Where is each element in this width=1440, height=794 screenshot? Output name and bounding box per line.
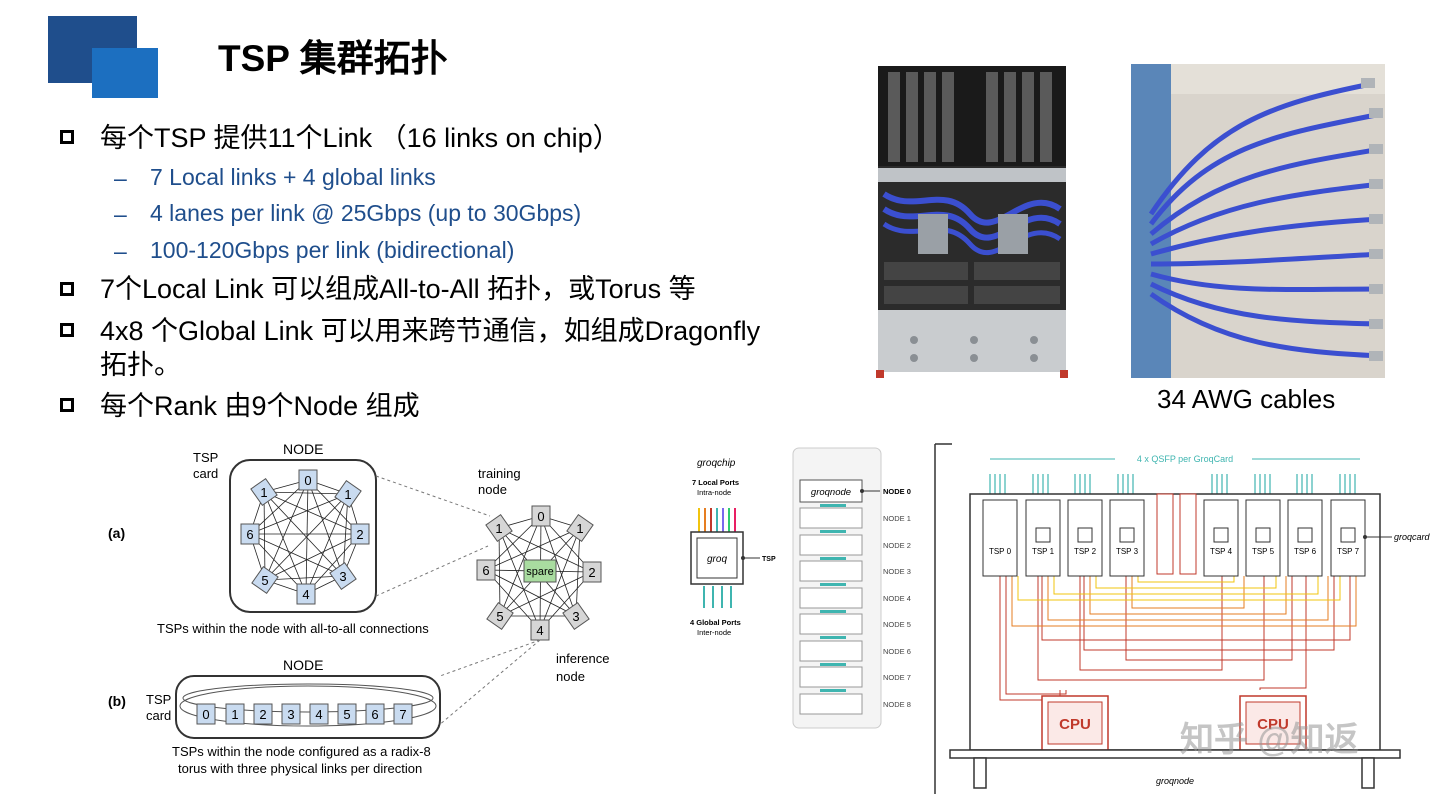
torus-tsp-label: 1 (231, 707, 238, 722)
server-photo (876, 66, 1068, 378)
node-topology-diagram: (a) (b) TSP card NODE 0 1 2 3 4 5 6 1 TS… (108, 441, 609, 776)
tsp-node-label: 6 (246, 527, 253, 542)
local-ports-title: 7 Local Ports (692, 478, 739, 487)
tsp-card-label: TSP 7 (1337, 547, 1360, 556)
torus-tsp-label: 3 (287, 707, 294, 722)
photo-caption: 34 AWG cables (1157, 384, 1336, 414)
training-node-tsp: 5 (496, 609, 503, 624)
training-node-tsp: 4 (536, 623, 543, 638)
node-label: NODE 7 (883, 673, 911, 682)
torus-tsp-label: 7 (399, 707, 406, 722)
tsp-card-label: TSP (193, 450, 218, 465)
qsfp-label: 4 x QSFP per GroqCard (1137, 454, 1233, 464)
tsp-card-label-b: TSP (146, 692, 171, 707)
groqnode-diagram: 4 x QSFP per GroqCard (934, 443, 1431, 794)
groqcard-label: groqcard (1394, 532, 1431, 542)
torus-tsp-label: 0 (202, 707, 209, 722)
logo-square-light (92, 48, 158, 98)
node-title-a: NODE (283, 441, 323, 457)
bullet-text: 每个TSP 提供11个Link （16 links on chip） (100, 123, 620, 153)
node-label: NODE 1 (883, 514, 911, 523)
cpu-label: CPU (1257, 716, 1289, 733)
node-label: NODE 8 (883, 700, 911, 709)
training-node-label: training (478, 466, 521, 481)
node-title-b: NODE (283, 657, 323, 673)
page-title: TSP 集群拓扑 (218, 38, 448, 79)
tsp-card-label: card (193, 466, 218, 481)
cpu-label: CPU (1059, 716, 1091, 733)
node-label: NODE 6 (883, 647, 911, 656)
training-node-tsp: 1 (495, 521, 502, 536)
global-ports-sub: Inter-node (697, 628, 731, 637)
tsp-node-label: 5 (261, 573, 268, 588)
caption-a: TSPs within the node with all-to-all con… (157, 621, 429, 636)
tsp-node-label: 1 (260, 485, 267, 500)
tsp-card-label: TSP 2 (1074, 547, 1097, 556)
watermark: 知乎 @知返 (1180, 721, 1359, 759)
caption-b-line1: TSPs within the node configured as a rad… (172, 744, 431, 759)
sub-bullet-text: 7 Local links + 4 global links (150, 164, 436, 190)
training-node-tsp: 2 (588, 565, 595, 580)
torus-tsp-label: 4 (315, 707, 322, 722)
training-node-tsp: 0 (537, 509, 544, 524)
tsp-node-label: 2 (356, 527, 363, 542)
global-ports-title: 4 Global Ports (690, 618, 741, 627)
tsp-card-label: TSP 0 (989, 547, 1012, 556)
tsp-node-label: 1 (344, 487, 351, 502)
caption-b-line2: torus with three physical links per dire… (178, 761, 422, 776)
torus-tsp-label: 5 (343, 707, 350, 722)
node-label: NODE 4 (883, 594, 911, 603)
tsp-card-label: TSP 4 (1210, 547, 1233, 556)
node-label: NODE 3 (883, 567, 911, 576)
groqchip-label: groqchip (697, 458, 736, 469)
bullet-square-icon (60, 323, 74, 337)
local-ports-sub: Intra-node (697, 488, 731, 497)
bullet-text: 每个Rank 由9个Node 组成 (100, 391, 420, 421)
sub-bullet-dash: – (114, 201, 127, 227)
training-node-tsp: 6 (482, 563, 489, 578)
inference-node-label: node (556, 669, 585, 684)
tsp-node-label: 0 (304, 473, 311, 488)
training-node-tsp: 1 (576, 521, 583, 536)
sub-bullet-dash: – (114, 165, 127, 191)
sub-bullet-text: 100-120Gbps per link (bidirectional) (150, 237, 515, 263)
tsp-card-label: TSP 6 (1294, 547, 1317, 556)
label-a: (a) (108, 525, 125, 541)
tsp-label: TSP (762, 556, 776, 563)
tsp-node-label: 3 (339, 569, 346, 584)
spare-label: spare (526, 566, 554, 578)
label-b: (b) (108, 693, 126, 709)
bullet-square-icon (60, 130, 74, 144)
torus-tsp-label: 6 (371, 707, 378, 722)
bullet-text: 7个Local Link 可以组成All-to-All 拓扑，或Torus 等 (100, 274, 696, 304)
node-label: NODE 0 (883, 487, 911, 496)
inference-node-label: inference (556, 651, 609, 666)
groqnode-bottom-label: groqnode (1156, 776, 1194, 786)
torus-tsp-label: 2 (259, 707, 266, 722)
groqnode-label: groqnode (811, 487, 851, 498)
sub-bullet-text: 4 lanes per link @ 25Gbps (up to 30Gbps) (150, 200, 582, 226)
tsp-node-label: 4 (302, 587, 309, 602)
chip-label: groq (707, 554, 727, 565)
training-node-label: node (478, 482, 507, 497)
bullet-text-continued: 拓扑。 (100, 350, 181, 380)
node-label: NODE 5 (883, 620, 911, 629)
sub-bullet-dash: – (114, 238, 127, 264)
tsp-card-label: TSP 5 (1252, 547, 1275, 556)
tsp-card-label-b: card (146, 708, 171, 723)
training-node-tsp: 3 (572, 609, 579, 624)
tsp-card-label: TSP 3 (1116, 547, 1139, 556)
node-label: NODE 2 (883, 541, 911, 550)
bullet-square-icon (60, 282, 74, 296)
cables-photo (1131, 64, 1385, 378)
groqrack-diagram: groqchip 7 Local Ports Intra-node groq T… (690, 447, 911, 729)
bullet-square-icon (60, 398, 74, 412)
tsp-card-label: TSP 1 (1032, 547, 1055, 556)
bullet-text: 4x8 个Global Link 可以用来跨节通信，如组成Dragonfly (100, 316, 761, 346)
